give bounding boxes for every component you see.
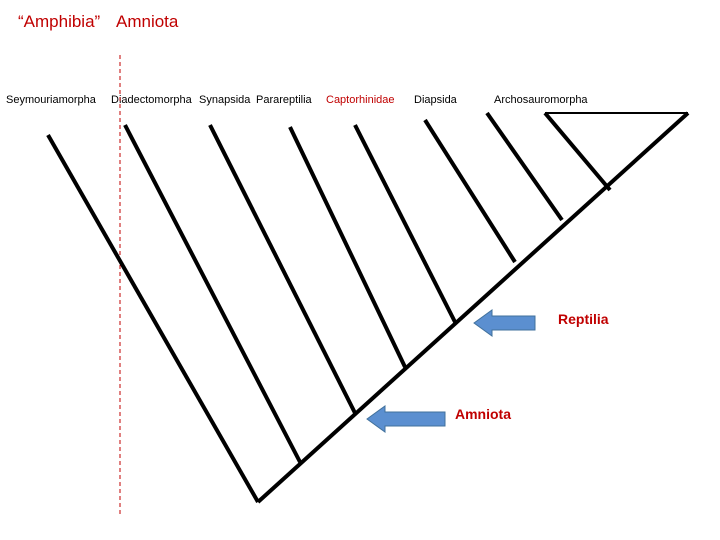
taxon-seymouriamorpha: Seymouriamorpha bbox=[6, 94, 96, 106]
branch-parareptilia bbox=[288, 126, 407, 368]
taxon-diadectomorpha: Diadectomorpha bbox=[111, 94, 192, 106]
amniota-arrow bbox=[366, 405, 446, 433]
branch-seymouriamorpha bbox=[46, 134, 260, 503]
reptilia-label: Reptilia bbox=[558, 311, 609, 327]
taxon-diapsida: Diapsida bbox=[414, 94, 457, 106]
branch-archosauromorpha bbox=[485, 111, 564, 222]
taxon-captorhinidae: Captorhinidae bbox=[326, 94, 395, 106]
cladogram-trunk bbox=[256, 111, 690, 504]
branch-diadectomorpha bbox=[123, 124, 302, 463]
branch-diapsida bbox=[423, 118, 517, 264]
diagram-title: “Amphibia” Amniota bbox=[18, 12, 190, 32]
branch-captorhinidae bbox=[353, 124, 457, 323]
taxon-parareptilia: Parareptilia bbox=[256, 94, 312, 106]
taxon-archosauromorpha: Archosauromorpha bbox=[494, 94, 588, 106]
title-amphibia: “Amphibia” bbox=[18, 12, 101, 31]
amniota-label: Amniota bbox=[455, 406, 511, 422]
branch-synapsida bbox=[208, 124, 357, 414]
taxon-synapsida: Synapsida bbox=[199, 94, 251, 106]
title-amniota: Amniota bbox=[116, 12, 179, 31]
reptilia-arrow bbox=[473, 309, 536, 337]
crown-triangle-left bbox=[543, 111, 612, 192]
